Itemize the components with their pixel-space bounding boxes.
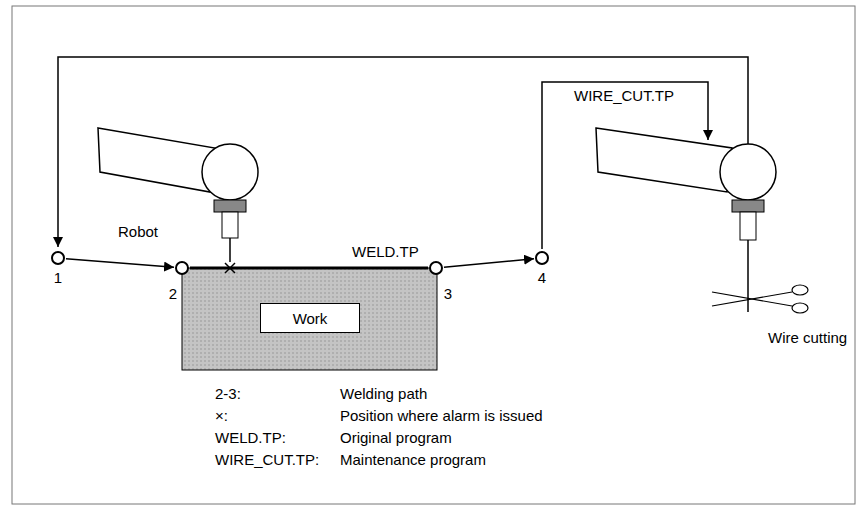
legend-text: Maintenance program [340, 452, 486, 469]
legend-key: 2-3: [215, 386, 241, 403]
node-text: Work [293, 310, 328, 327]
point-number: 3 [444, 285, 452, 302]
point-marker: 4 [535, 251, 549, 265]
operation-name: Wire cutting [768, 330, 847, 347]
return-path [58, 57, 748, 247]
legend-text: Position where alarm is issued [340, 408, 543, 425]
frame [12, 6, 855, 504]
welding-path [190, 267, 428, 270]
legend-key: WIRE_CUT.TP: [215, 452, 319, 469]
point-number: 4 [538, 269, 546, 286]
work-piece [182, 268, 437, 370]
approach-arrow [444, 259, 534, 267]
part-name: Robot [118, 224, 158, 241]
legend-text: Welding path [340, 386, 427, 403]
point-marker: 2 [175, 261, 189, 275]
point-marker: 3 [429, 261, 443, 275]
point-number: 2 [169, 285, 177, 302]
robot-left [98, 128, 258, 273]
approach-arrow [66, 259, 174, 268]
robot-right [596, 128, 776, 312]
program-name: WIRE_CUT.TP [574, 88, 674, 105]
legend-key: WELD.TP: [215, 430, 286, 447]
legend-text: Original program [340, 430, 452, 447]
point-marker: 1 [51, 251, 65, 265]
scissors-symbol [712, 285, 808, 313]
legend-key: ×: [215, 408, 228, 425]
program-name: WELD.TP [352, 244, 419, 261]
point-number: 1 [54, 269, 62, 286]
work-label-box: Work [260, 303, 360, 333]
